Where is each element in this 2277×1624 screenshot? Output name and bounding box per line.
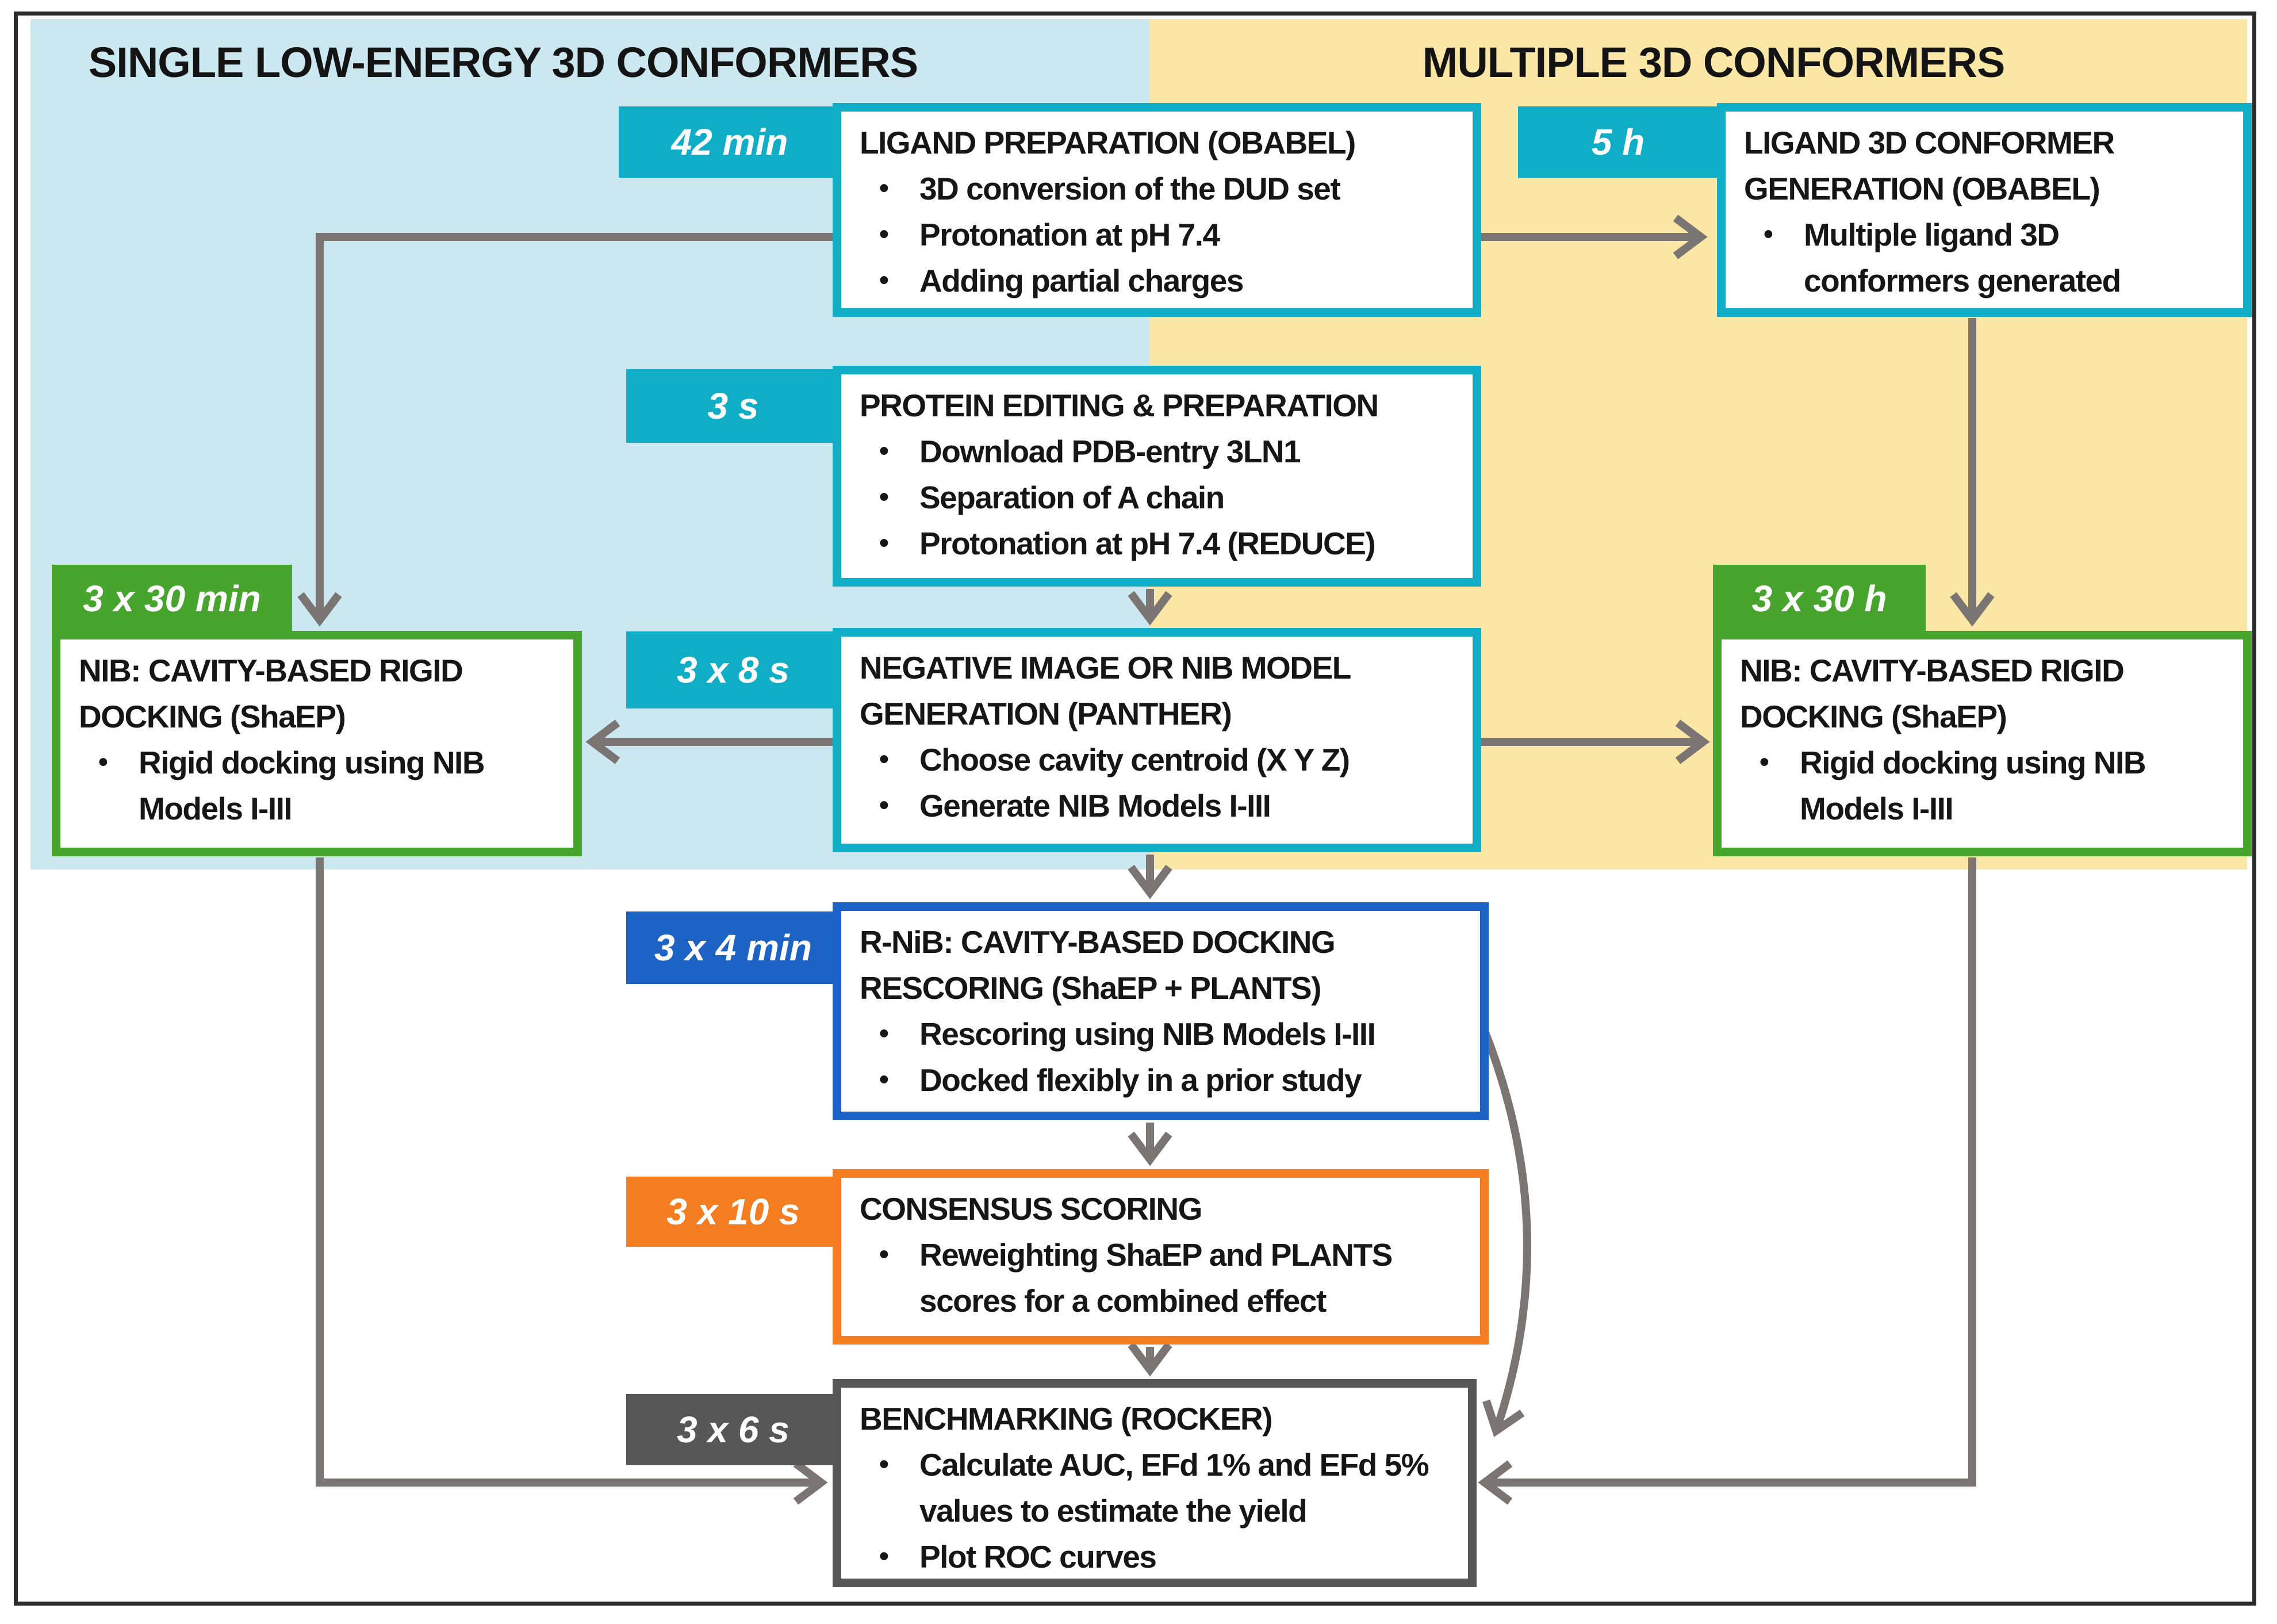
arrow-ligand-to-left-docking: [297, 233, 840, 627]
box-title: NIB: CAVITY-BASED RIGID DOCKING (ShaEP): [1740, 653, 2125, 734]
box-bullets: 3D conversion of the DUD set Protonation…: [860, 166, 1458, 304]
time-badge-protein-edit: 3 s: [626, 369, 840, 443]
process-box-conformer-gen: LIGAND 3D CONFORMER GENERATION (OBABEL) …: [1717, 103, 2252, 317]
time-badge-consensus: 3 x 10 s: [626, 1177, 840, 1247]
bullet-item: 3D conversion of the DUD set: [860, 166, 1458, 212]
box-bullets: Rigid docking using NIB Models I-III: [1740, 740, 2228, 832]
outer-frame: [14, 12, 2256, 1606]
box-title: LIGAND 3D CONFORMER GENERATION (OBABEL): [1744, 125, 2115, 206]
time-badge-conformer-gen: 5 h: [1518, 106, 1718, 178]
box-title: BENCHMARKING (ROCKER): [860, 1401, 1273, 1437]
bullet-item: Multiple ligand 3D conformers generated: [1744, 212, 2228, 304]
right-panel-title: MULTIPLE 3D CONFORMERS: [1422, 39, 2006, 86]
box-bullets: Calculate AUC, EFd 1% and EFd 5% values …: [860, 1442, 1453, 1580]
box-title: R-NiB: CAVITY-BASED DOCKING RESCORING (S…: [860, 924, 1336, 1006]
box-bullets: Rigid docking using NIB Models I-III: [79, 740, 558, 832]
process-box-nib-gen: NEGATIVE IMAGE OR NIB MODEL GENERATION (…: [833, 628, 1481, 852]
box-title: CONSENSUS SCORING: [860, 1191, 1202, 1227]
time-badge-nib-gen: 3 x 8 s: [626, 631, 840, 708]
bullet-item: Docked flexibly in a prior study: [860, 1057, 1465, 1103]
process-box-protein-edit: PROTEIN EDITING & PREPARATION Download P…: [833, 366, 1481, 587]
bullet-item: Separation of A chain: [860, 474, 1458, 520]
bullet-item: Choose cavity centroid (X Y Z): [860, 737, 1458, 783]
process-box-benchmark: BENCHMARKING (ROCKER) Calculate AUC, EFd…: [833, 1379, 1477, 1587]
process-box-ligand-prep: LIGAND PREPARATION (OBABEL) 3D conversio…: [833, 103, 1481, 317]
arrow-rnib-curve-to-benchmark: [1471, 1006, 1531, 1438]
box-title: NEGATIVE IMAGE OR NIB MODEL GENERATION (…: [860, 650, 1351, 731]
process-box-consensus: CONSENSUS SCORING Reweighting ShaEP and …: [833, 1169, 1489, 1345]
box-title: NIB: CAVITY-BASED RIGID DOCKING (ShaEP): [79, 653, 463, 734]
arrow-left-docking-to-benchmark: [316, 857, 828, 1505]
time-badge-rnib: 3 x 4 min: [626, 911, 840, 984]
bullet-item: Rigid docking using NIB Models I-III: [1740, 740, 2228, 832]
process-box-left-docking: NIB: CAVITY-BASED RIGID DOCKING (ShaEP) …: [52, 631, 582, 856]
bullet-item: Rigid docking using NIB Models I-III: [79, 740, 558, 832]
box-bullets: Multiple ligand 3D conformers generated: [1744, 212, 2228, 304]
process-box-right-docking: NIB: CAVITY-BASED RIGID DOCKING (ShaEP) …: [1713, 631, 2252, 856]
bullet-item: Adding partial charges: [860, 258, 1458, 304]
box-bullets: Download PDB-entry 3LN1 Separation of A …: [860, 428, 1458, 566]
bullet-item: Generate NIB Models I-III: [860, 783, 1458, 829]
box-bullets: Choose cavity centroid (X Y Z) Generate …: [860, 737, 1458, 829]
bullet-item: Plot ROC curves: [860, 1534, 1453, 1580]
time-badge-benchmark: 3 x 6 s: [626, 1394, 840, 1465]
bullet-item: Reweighting ShaEP and PLANTS scores for …: [860, 1232, 1465, 1324]
bullet-item: Download PDB-entry 3LN1: [860, 428, 1458, 474]
bullet-item: Protonation at pH 7.4 (REDUCE): [860, 520, 1458, 566]
time-badge-ligand-prep: 42 min: [619, 106, 841, 178]
box-title: LIGAND PREPARATION (OBABEL): [860, 125, 1356, 160]
box-title: PROTEIN EDITING & PREPARATION: [860, 388, 1379, 423]
time-badge-left-docking: 3 x 30 min: [52, 565, 292, 633]
time-badge-right-docking: 3 x 30 h: [1713, 565, 1926, 633]
arrow-right-docking-to-benchmark: [1478, 857, 1976, 1505]
bullet-item: Rescoring using NIB Models I-III: [860, 1011, 1465, 1057]
bullet-item: Protonation at pH 7.4: [860, 212, 1458, 258]
box-bullets: Reweighting ShaEP and PLANTS scores for …: [860, 1232, 1465, 1324]
left-panel-title: SINGLE LOW-ENERGY 3D CONFORMERS: [88, 39, 918, 86]
process-box-rnib-rescoring: R-NiB: CAVITY-BASED DOCKING RESCORING (S…: [833, 902, 1489, 1120]
bullet-item: Calculate AUC, EFd 1% and EFd 5% values …: [860, 1442, 1453, 1534]
box-bullets: Rescoring using NIB Models I-III Docked …: [860, 1011, 1465, 1103]
